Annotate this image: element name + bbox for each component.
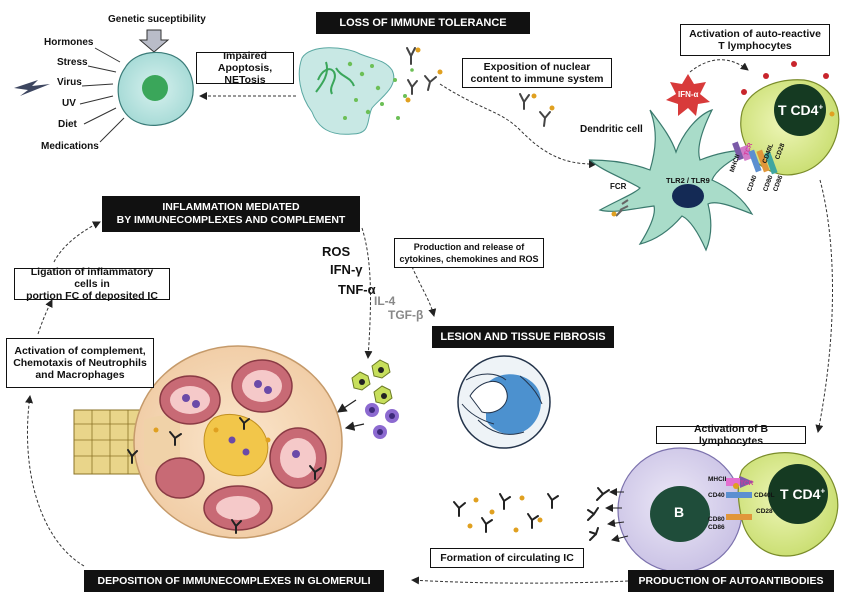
ligation-box: Ligation of inflammatory cells in portio… [14, 266, 170, 302]
antibody-icons-top [406, 47, 437, 95]
receptor-pairs-bottom [726, 476, 754, 520]
genetic-susceptibility-label: Genetic suceptibility [108, 14, 206, 25]
activation-b-box: Activation of B lymphocytes [656, 423, 806, 447]
cytokine-il4: IL-4 [374, 294, 396, 308]
fibrosis-tissue [457, 355, 551, 449]
production-autoantibodies-box: PRODUCTION OF AUTOANTIBODIES [628, 570, 834, 592]
glomerulus [73, 345, 343, 539]
receptor-tcr-bottom: TCR [740, 480, 754, 487]
circulating-ic [453, 493, 559, 533]
fcr-label: FCR [610, 182, 627, 191]
inflammation-box: INFLAMMATION MEDIATED BY IMMUNECOMPLEXES… [102, 196, 360, 232]
net-fibers [315, 61, 355, 95]
receptor-cd28-bottom: CD28 [756, 508, 773, 515]
factor-stress: Stress [57, 57, 88, 68]
production-release-box: Production and release of cytokines, che… [394, 238, 544, 268]
dendritic-nucleus [672, 184, 704, 208]
t-cell-bottom-nucleus [768, 464, 828, 524]
netosis-cell [298, 47, 395, 135]
t-cd4-bottom-text: T CD4 [780, 486, 821, 502]
b-cell-label: B [674, 504, 685, 520]
lightning-icon [14, 80, 50, 96]
t-cd4-sup: + [818, 102, 824, 112]
receptor-pairs-top [732, 141, 778, 175]
dendritic-cell-label: Dendritic cell [580, 124, 643, 135]
cytokine-ifn-gamma: IFN-γ [330, 262, 363, 277]
cytokine-ros: ROS [322, 244, 351, 259]
b-cell-nucleus [650, 486, 710, 542]
factor-virus: Virus [57, 77, 82, 88]
antibody-icons-b [587, 487, 610, 541]
t-cd4-top-label: T CD4+ [778, 102, 823, 118]
tlr-label: TLR2 / TLR9 [666, 176, 710, 185]
ifn-alpha-label: IFN-α [678, 90, 699, 99]
factor-hormones: Hormones [44, 37, 94, 48]
fcr-receptor-icon [615, 199, 629, 217]
nuclear-dots [343, 61, 414, 120]
cytokine-sparks [741, 61, 829, 95]
t-cd4-bottom-label: T CD4+ [780, 486, 825, 502]
factor-medications: Medications [41, 141, 99, 152]
loss-immune-tolerance-box: LOSS OF IMMUNE TOLERANCE [316, 12, 530, 34]
formation-circulating-box: Formation of circulating IC [430, 548, 584, 568]
cytokine-tnf-alpha: TNF-α [338, 282, 376, 297]
receptor-cd80-bottom: CD80 [708, 516, 725, 523]
cell-nucleus [142, 75, 168, 101]
factor-uv: UV [62, 98, 76, 109]
receptor-cd40-bottom: CD40 [708, 492, 725, 499]
t-cd4-bottom-sup: + [820, 486, 826, 496]
activation-complement-box: Activation of complement, Chemotaxis of … [6, 338, 154, 388]
receptor-cd40l-bottom: CD40L [754, 492, 775, 499]
dendritic-cell [588, 108, 754, 252]
antibody-icons-center [519, 93, 551, 127]
exposition-box: Exposition of nuclear content to immune … [462, 58, 612, 88]
receptor-mhcii-bottom: MHCII [708, 476, 727, 483]
genetic-arrow-icon [138, 29, 170, 53]
ifn-star-icon [666, 74, 710, 116]
activation-t-box: Activation of auto-reactive T lymphocyte… [680, 24, 830, 56]
factor-diet: Diet [58, 119, 77, 130]
impaired-apoptosis-box: Impaired Apoptosis, NETosis [196, 50, 294, 86]
receptor-cd86-bottom: CD86 [708, 524, 725, 531]
lesion-fibrosis-box: LESION AND TISSUE FIBROSIS [432, 326, 614, 348]
factor-lines [79, 47, 125, 143]
inflammatory-cells [351, 359, 399, 439]
t-cd4-text: T CD4 [778, 102, 819, 118]
t-cell-nucleus [774, 84, 826, 136]
deposition-box: DEPOSITION OF IMMUNECOMPLEXES IN GLOMERU… [84, 570, 384, 592]
cytokine-tgf-beta: TGF-β [388, 308, 424, 322]
